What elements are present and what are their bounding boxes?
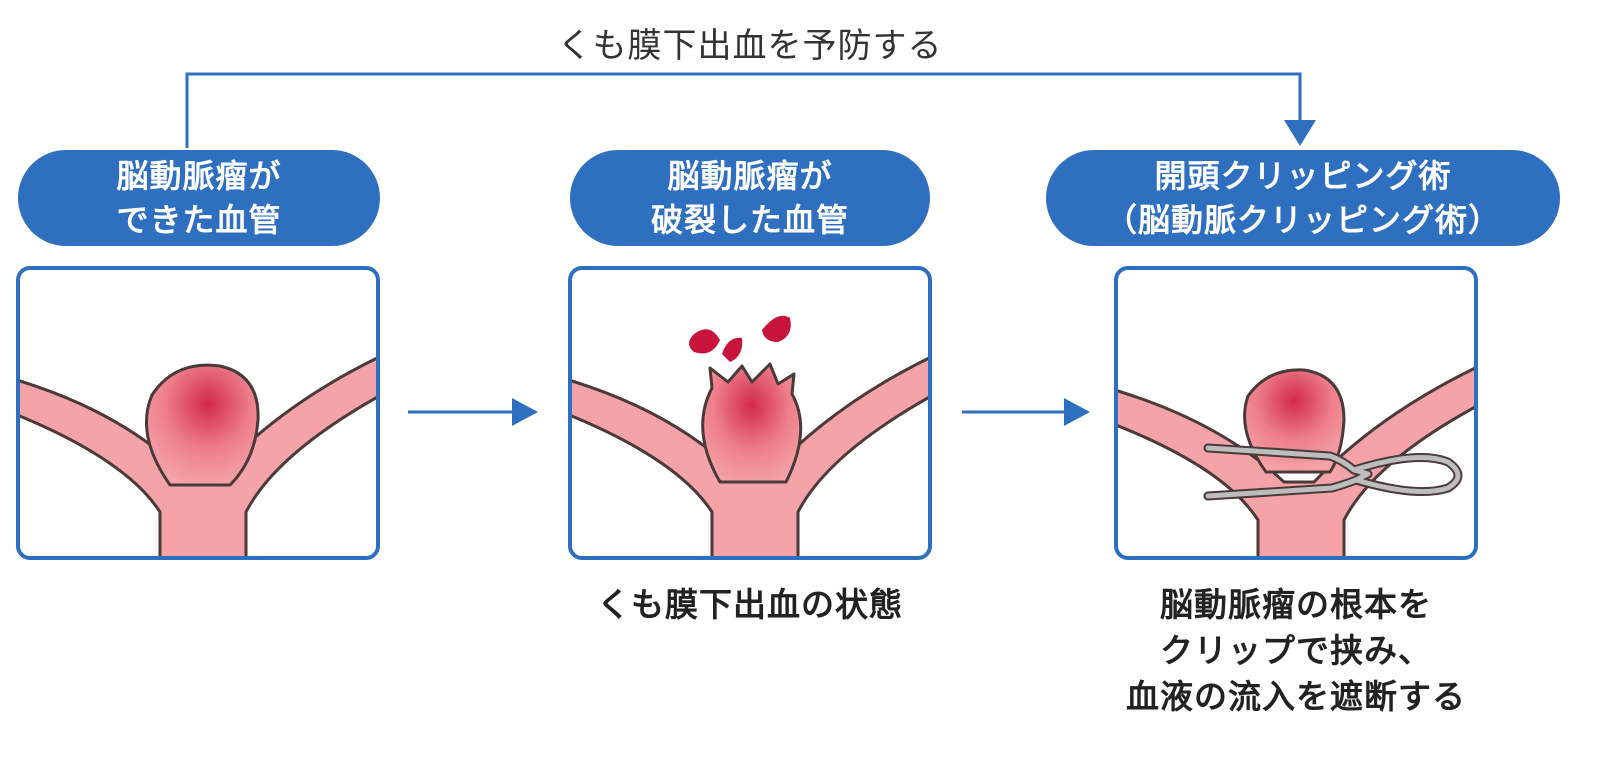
flow-arrow-2-head [1064,398,1090,426]
stage-1-title: 脳動脈瘤が できた血管 [18,150,380,246]
stage-2-title-line2: 破裂した血管 [650,201,849,239]
stage-3-caption-line3: 血液の流入を遮断する [1126,677,1466,716]
blood-drop-3 [762,315,791,342]
prevent-label: くも膜下出血を予防する [557,26,943,66]
stage-2-title: 脳動脈瘤が 破裂した血管 [570,150,930,246]
stage-2-caption-line1: くも膜下出血の状態 [597,585,903,624]
prevention-arrowhead [1284,120,1316,146]
stage-3-title: 開頭クリッピング術 （脳動脈クリッピング術） [1046,150,1560,246]
stage-2-title-line1: 脳動脈瘤が [667,157,833,195]
aneurysm-vessel-illustration [20,356,376,556]
stage-2-caption: くも膜下出血の状態 [560,582,940,628]
stage-3-caption-line1: 脳動脈瘤の根本を [1160,585,1432,624]
flow-arrow-1-head [512,398,538,426]
blood-drop-2 [722,337,743,362]
surgical-clip [1203,443,1463,501]
stage-3-title-line2: （脳動脈クリッピング術） [1104,201,1501,239]
clipped-aneurysm-illustration [1118,366,1474,556]
blood-drop-1 [689,329,720,354]
stage-1-title-line1: 脳動脈瘤が [116,157,282,195]
aneurysm-bulge [145,363,260,487]
stage-3-title-line1: 開頭クリッピング術 [1154,157,1452,195]
stage-1-title-line2: できた血管 [116,201,282,239]
prevention-bracket-line [185,72,1302,148]
stage-3-panel [1114,266,1478,560]
stage-1-panel [16,266,380,560]
aneurysm-bulge [1243,368,1346,474]
vessel-shape [572,356,928,556]
ruptured-aneurysm-illustration [572,315,928,556]
stage-3-caption: 脳動脈瘤の根本を クリップで挟み、 血液の流入を遮断する [1086,582,1506,720]
stage-3-caption-line2: クリップで挟み、 [1160,631,1432,670]
ruptured-aneurysm [701,362,803,484]
stage-2-panel [568,266,932,560]
